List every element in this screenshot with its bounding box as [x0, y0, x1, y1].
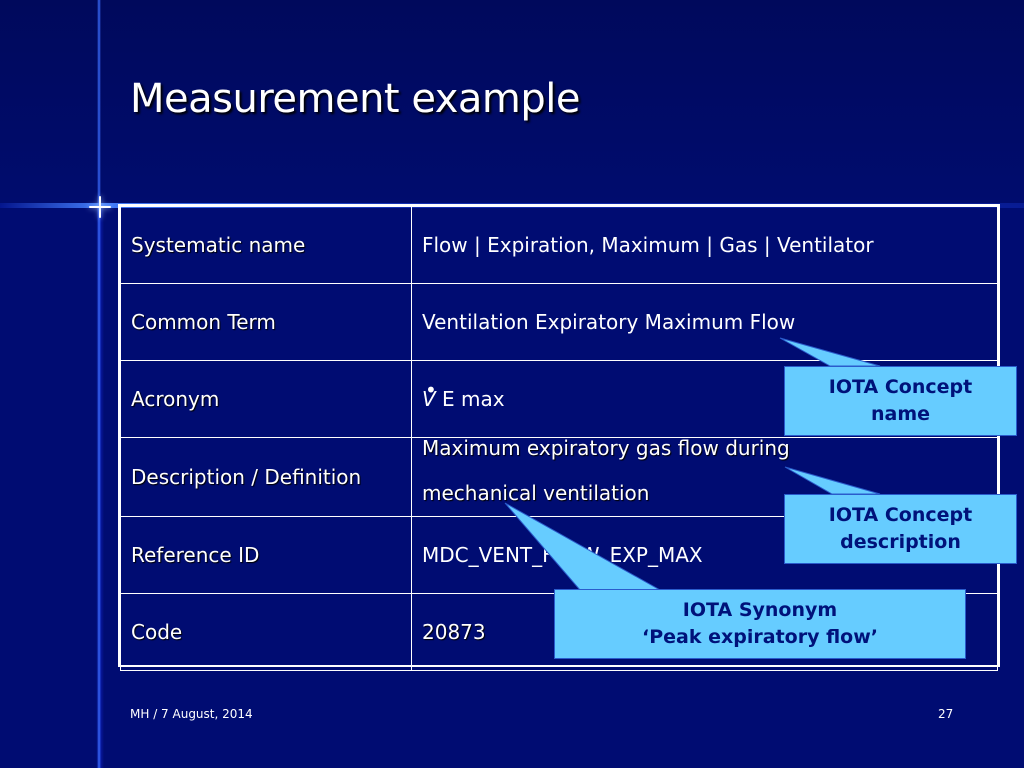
- row-value: Ventilation Expiratory Maximum Flow: [411, 283, 998, 361]
- page-number: 27: [938, 707, 954, 721]
- row-label: Reference ID: [120, 516, 412, 594]
- decorative-vertical-line: [97, 0, 101, 768]
- measurement-table: Systematic name Flow | Expiration, Maxim…: [118, 204, 1000, 671]
- row-label: Code: [120, 593, 412, 671]
- description-line-1: Maximum expiratory gas flow during: [422, 436, 790, 460]
- row-label: Common Term: [120, 283, 412, 361]
- synonym-pointer: [504, 502, 662, 591]
- v-glyph: V: [422, 387, 436, 411]
- callout-line-2: description: [840, 531, 961, 553]
- callout-line-1: IOTA Synonym: [682, 599, 838, 621]
- row-value: Flow | Expiration, Maximum | Gas | Venti…: [411, 206, 998, 284]
- row-label: Acronym: [120, 360, 412, 438]
- concept-name-pointer: [779, 337, 881, 367]
- callout-line-2: ‘Peak expiratory flow’: [642, 626, 878, 648]
- concept-description-pointer: [784, 466, 881, 495]
- callout-concept-description: IOTA Concept description: [784, 494, 1017, 564]
- callout-line-2: name: [870, 403, 931, 425]
- callout-concept-name: IOTA Concept name: [784, 366, 1017, 436]
- slide-title: Measurement example: [130, 76, 581, 122]
- table-row: Description / Definition Maximum expirat…: [120, 436, 998, 517]
- v-dot-symbol: •V: [422, 378, 437, 411]
- footer-date: MH / 7 August, 2014: [130, 707, 253, 721]
- description-line-2: mechanical ventilation: [422, 481, 650, 505]
- callout-line-1: IOTA Concept: [828, 376, 973, 398]
- callout-line-1: IOTA Concept: [828, 504, 973, 526]
- row-label: Description / Definition: [120, 437, 412, 517]
- table-row: Common Term Ventilation Expiratory Maxim…: [120, 283, 998, 361]
- title-band: [0, 0, 1024, 205]
- dot-glyph: •: [425, 378, 437, 402]
- callout-synonym: IOTA Synonym ‘Peak expiratory flow’: [554, 589, 966, 659]
- acronym-text: E max: [435, 387, 505, 411]
- sparkle-icon: [89, 196, 111, 218]
